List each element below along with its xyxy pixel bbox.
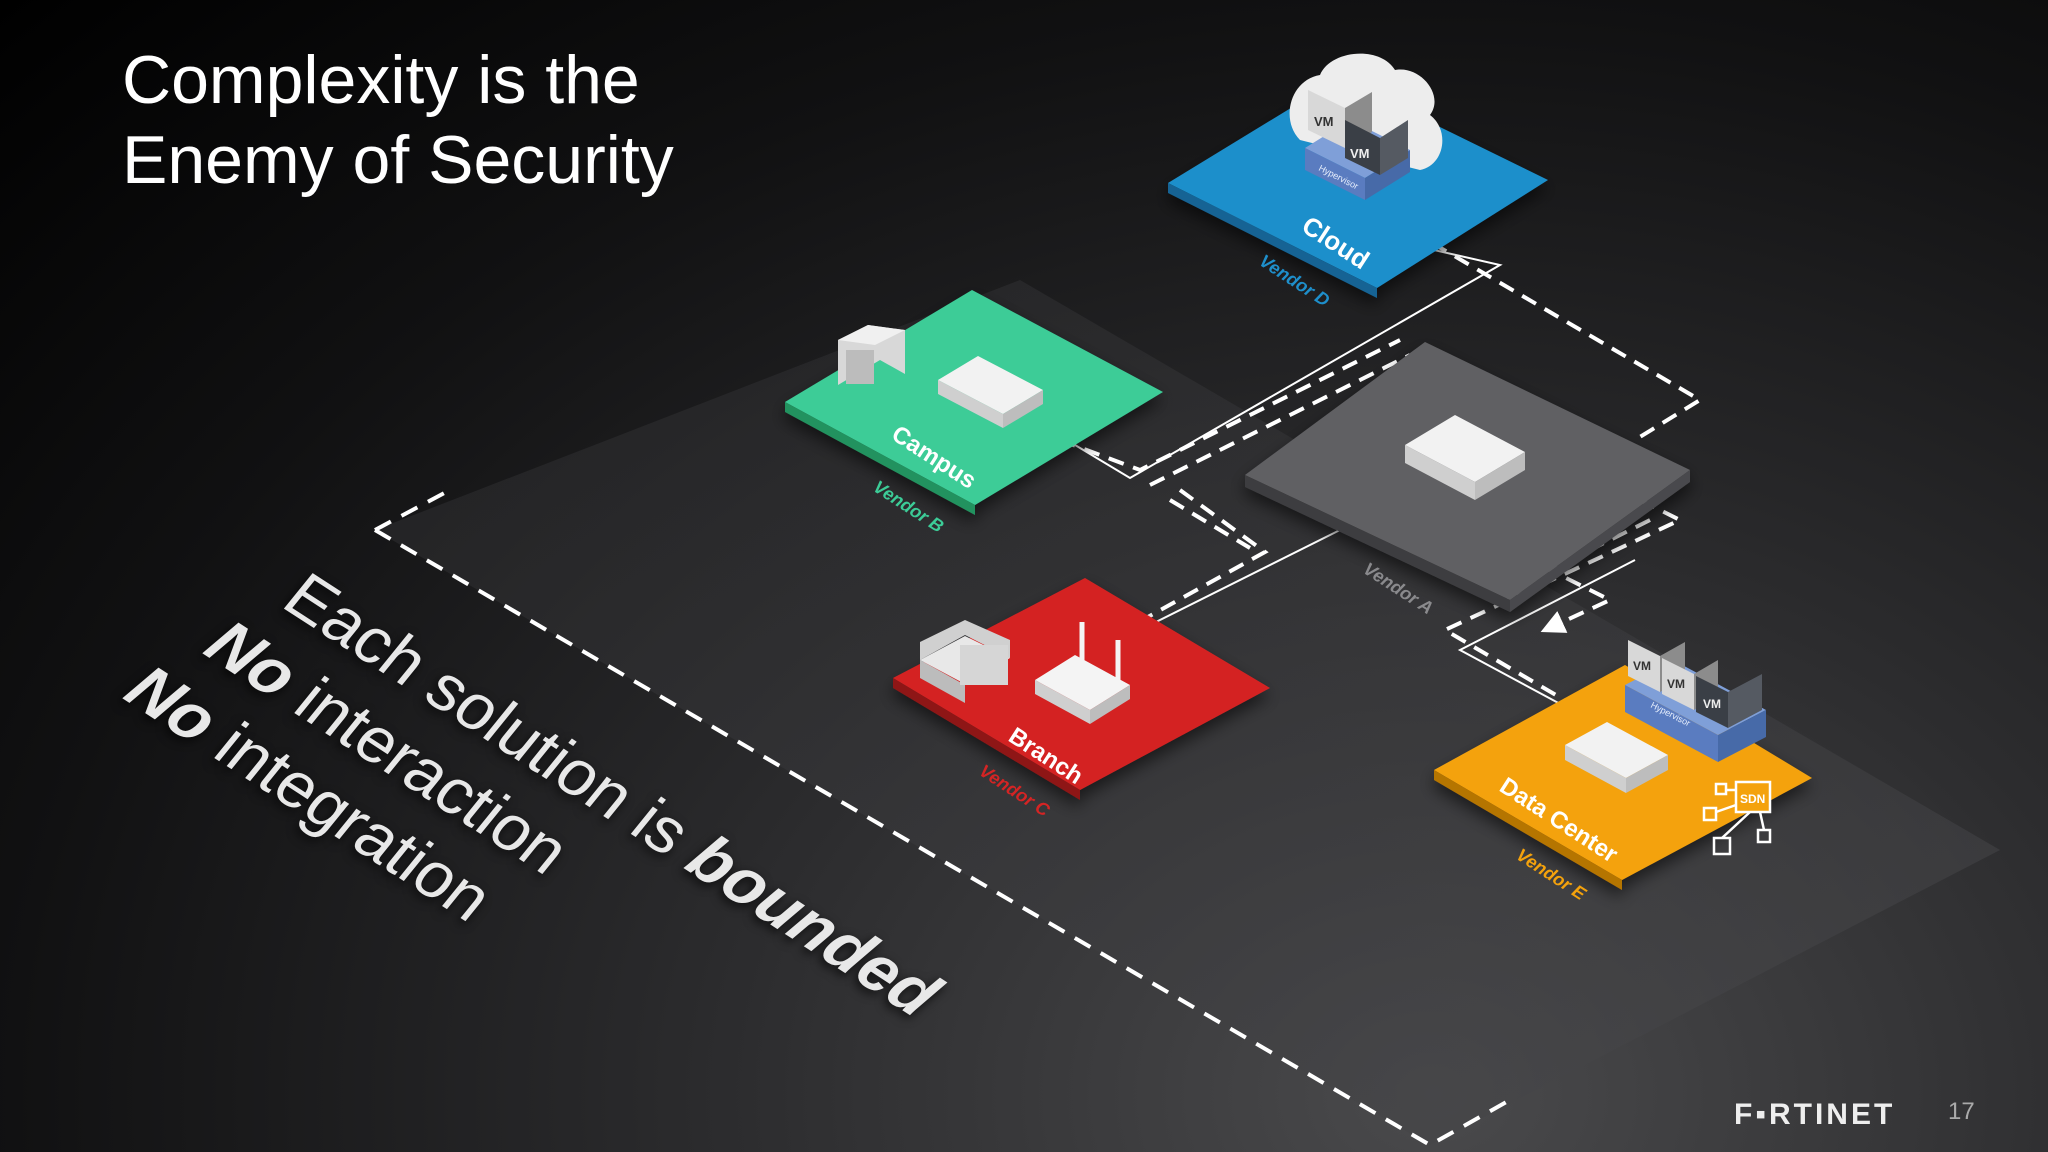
datacenter-vm-label-1: VM	[1633, 659, 1651, 673]
cloud-vm-label-2: VM	[1350, 146, 1370, 161]
sdn-label: SDN	[1740, 792, 1765, 806]
page-number: 17	[1948, 1098, 1975, 1125]
sdn-icon: SDN	[1702, 780, 1772, 856]
datacenter-vm-stack-icon: VM VM VM Hypervisor	[1625, 640, 1766, 762]
datacenter-appliance-icon	[1565, 722, 1668, 793]
slide-title-line-1: Complexity is the	[122, 42, 640, 118]
slide-title-line-2: Enemy of Security	[122, 122, 674, 198]
firewall-appliance-icon	[1405, 415, 1525, 500]
slide-title: Complexity is the Enemy of Security	[122, 40, 674, 200]
campus-building-icon	[838, 325, 905, 385]
datacenter-vm-label-3: VM	[1703, 697, 1721, 711]
cloud-vm-stack-icon: VM VM Hypervisor	[1305, 90, 1410, 200]
branch-building-icon	[920, 620, 1010, 703]
cloud-vm-label-1: VM	[1314, 114, 1334, 129]
fortinet-logo: F▪RTINET	[1734, 1098, 1896, 1131]
datacenter-vm-label-2: VM	[1667, 677, 1685, 691]
branch-access-point-icon	[1035, 622, 1130, 724]
campus-appliance-icon	[938, 356, 1043, 428]
